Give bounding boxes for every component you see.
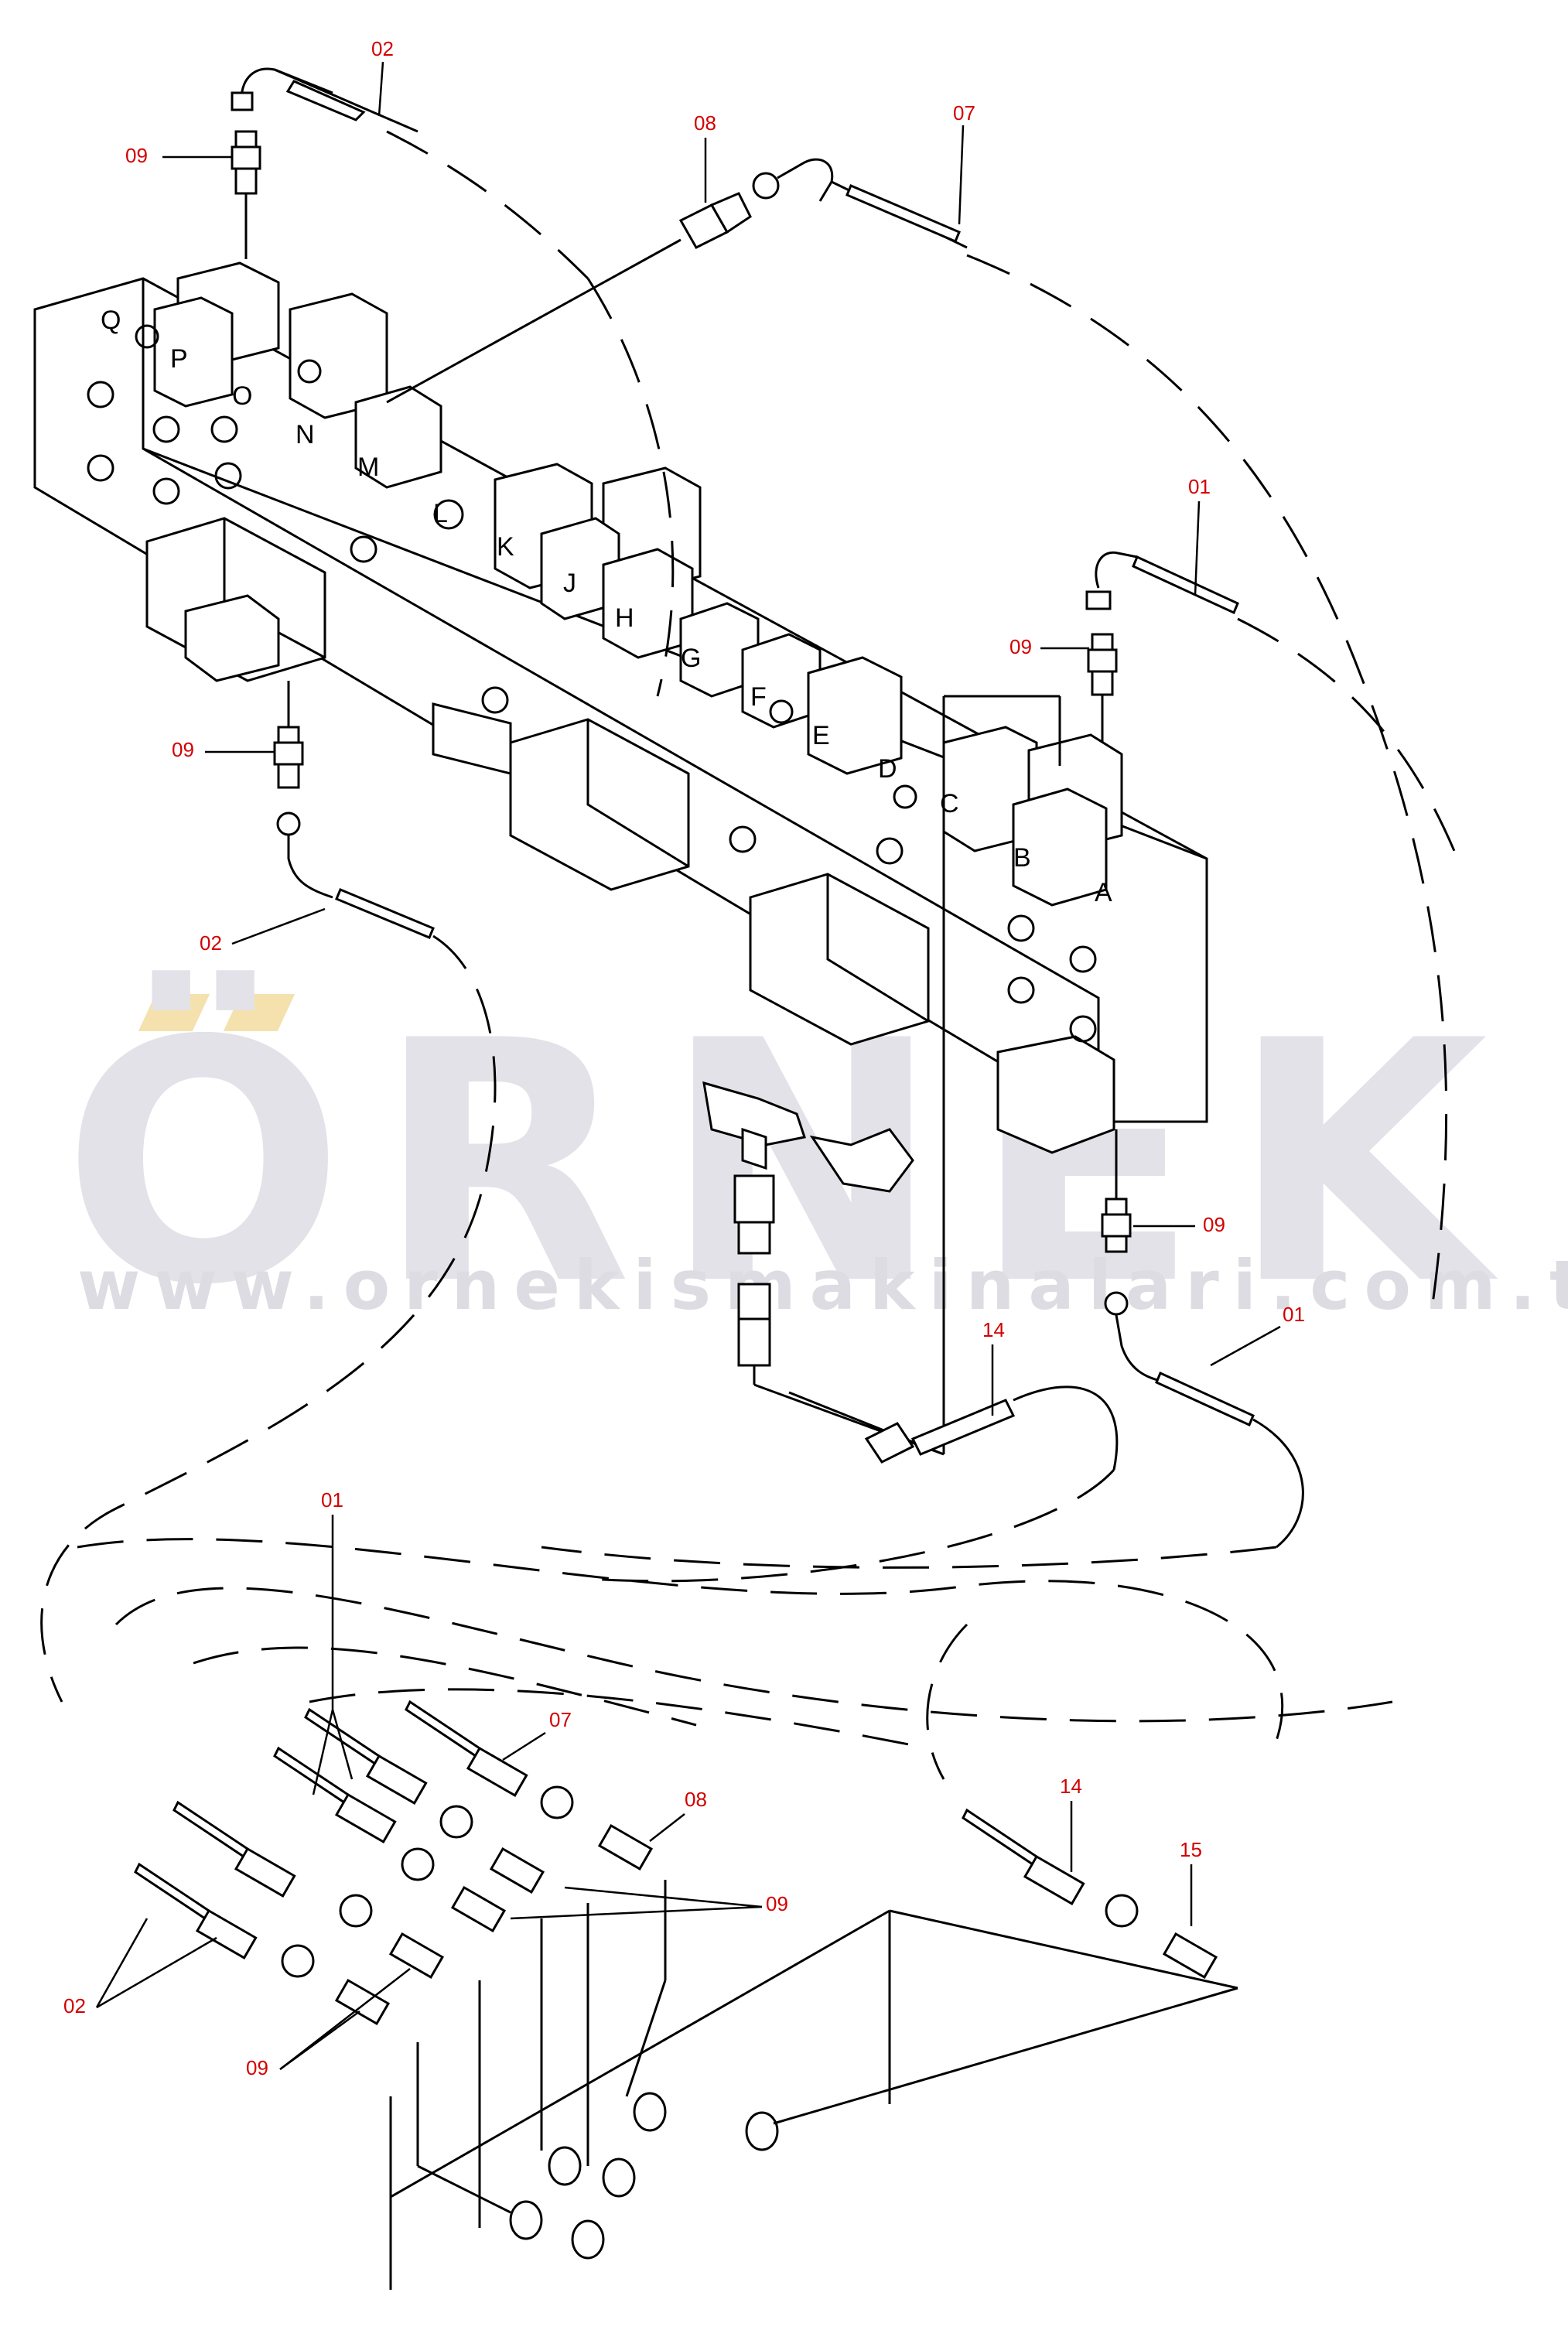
callout-09-right: 09 bbox=[1009, 635, 1032, 658]
callout-09-left: 09 bbox=[172, 738, 194, 761]
callout-09-bottom-left: 09 bbox=[246, 2056, 268, 2079]
callout-01-bottom: 01 bbox=[321, 1488, 343, 1512]
fitting-09-right bbox=[1087, 633, 1118, 743]
manifold-body bbox=[33, 277, 1208, 1123]
valve-letter-m: M bbox=[357, 453, 379, 482]
exploded-fitting-15 bbox=[1162, 1932, 1218, 1980]
top-hose-07 bbox=[586, 158, 1448, 1316]
callouts: 02 09 08 07 01 09 09 02 09 01 14 01 07 0… bbox=[63, 37, 1305, 2079]
valve-letter-h: H bbox=[615, 603, 634, 633]
callout-14-mid: 14 bbox=[982, 1318, 1005, 1341]
callout-08-top: 08 bbox=[694, 111, 716, 135]
left-hose-02 bbox=[40, 811, 497, 1703]
hose-routing-dashes bbox=[77, 1538, 1393, 1780]
callout-15-bottom: 15 bbox=[1180, 1838, 1202, 1861]
callout-01-lower-right: 01 bbox=[1283, 1303, 1305, 1326]
fitting-09-lower-right bbox=[1101, 1129, 1132, 1253]
exploded-fitting-08 bbox=[597, 1823, 654, 1871]
valve-letter-k: K bbox=[497, 532, 514, 562]
fitting-08-top bbox=[386, 192, 752, 404]
callout-07-top: 07 bbox=[953, 101, 975, 125]
valve-letter-e: E bbox=[812, 721, 830, 750]
valve-letter-o: O bbox=[232, 381, 252, 411]
lower-right-hose-01 bbox=[541, 1291, 1304, 1569]
fitting-09-left bbox=[273, 681, 304, 789]
valve-letter-f: F bbox=[750, 682, 767, 712]
valve-letter-b: B bbox=[1013, 843, 1031, 873]
port-symbols bbox=[87, 324, 1097, 1043]
callout-02-top: 02 bbox=[371, 37, 394, 60]
solenoid-stack bbox=[153, 261, 1123, 907]
mid-hose-14 bbox=[579, 1383, 1119, 1583]
exploded-hoses-02 bbox=[134, 1800, 373, 1978]
exploded-hose-07 bbox=[405, 1700, 574, 1819]
valve-letter-p: P bbox=[170, 344, 188, 374]
callout-08-bottom: 08 bbox=[685, 1788, 707, 1811]
fitting-09-top bbox=[231, 130, 261, 259]
exploded-hose-14 bbox=[962, 1808, 1139, 1928]
valve-manifold bbox=[33, 277, 1208, 1154]
callout-02-bottom: 02 bbox=[63, 1994, 86, 2017]
valve-letter-a: A bbox=[1095, 878, 1112, 907]
callout-09-top: 09 bbox=[125, 144, 148, 167]
valve-letter-d: D bbox=[878, 754, 897, 784]
exploded-hoses-01 bbox=[273, 1707, 473, 1881]
manifold-side-module-3 bbox=[996, 1035, 1115, 1154]
callout-14-bottom: 14 bbox=[1060, 1775, 1082, 1798]
callout-07-bottom: 07 bbox=[549, 1708, 572, 1731]
o-rings bbox=[509, 2092, 779, 2260]
valve-letter-l: L bbox=[433, 499, 448, 528]
top-hose-02 bbox=[231, 67, 589, 280]
callout-09-bottom-right: 09 bbox=[766, 1892, 788, 1915]
callout-02-left: 02 bbox=[200, 931, 222, 955]
tee-fittings bbox=[702, 695, 1061, 1454]
valve-letter-g: G bbox=[681, 644, 701, 673]
valve-letter-n: N bbox=[295, 420, 315, 449]
right-hose-01 bbox=[1085, 551, 1456, 852]
callout-01-right: 01 bbox=[1188, 475, 1211, 498]
valve-letter-j: J bbox=[563, 569, 576, 598]
valve-letter-q: Q bbox=[101, 306, 121, 335]
callout-09-lower-right: 09 bbox=[1203, 1213, 1225, 1236]
exploded-fittings-09 bbox=[334, 1847, 545, 2026]
o-ring-leader-lines bbox=[389, 1880, 1238, 2290]
